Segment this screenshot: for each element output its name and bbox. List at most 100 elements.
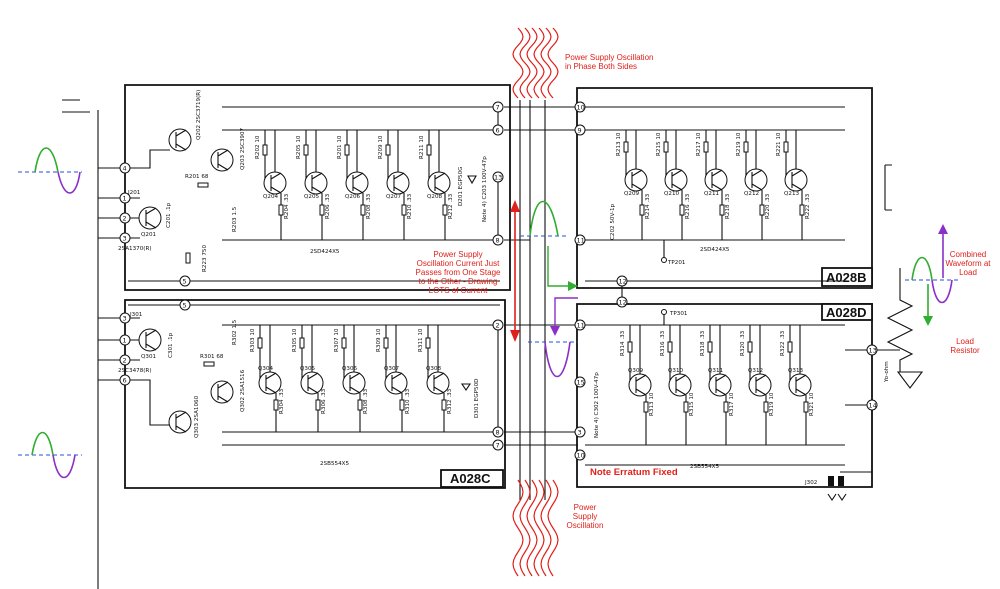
svg-text:3: 3 [123,235,127,243]
svg-text:J201: J201 [127,190,141,196]
resistor-label: R204 .33 [284,193,290,219]
resistor-label: R202 10 [255,135,261,159]
resistor-label: R215 10 [656,132,662,156]
combined-waveform-icon [905,224,958,326]
oscillation-trace [540,27,552,99]
transistor-label: Q211 [704,191,720,197]
transistor-symbol [744,168,768,192]
resistor-label: R304 .33 [279,388,285,414]
svg-text:TP201: TP201 [667,260,686,266]
svg-text:15: 15 [577,379,585,387]
transistor-label: Q213 [784,191,800,197]
resistor-label: R317 10 [729,392,735,416]
transistor-symbol [386,171,410,195]
sine-wave-input-bottom [18,431,82,479]
resistor-label: R311 10 [418,328,424,352]
svg-text:R201 68: R201 68 [185,174,209,180]
svg-text:Yo-ohm: Yo-ohm [884,361,890,383]
transistor-label: Q204 [263,194,279,200]
oscillation-trace [547,479,559,577]
resistor-label: R309 10 [376,328,382,352]
transistor-array-lower-left: 2SB554X5 [320,461,349,467]
transistor-label: Q306 [342,366,358,372]
resistor-label: R306 .33 [321,388,327,414]
svg-text:11: 11 [577,237,585,245]
oscillation-waveform-bottom [512,479,559,577]
svg-text:14: 14 [869,402,877,410]
resistor-label: R216 .33 [685,193,691,219]
svg-text:R301 68: R301 68 [200,354,224,360]
svg-text:C301 .1p: C301 .1p [168,332,174,358]
transistor-symbol [784,168,808,192]
transistor-label: Q311 [708,368,724,374]
transistor-symbol [788,373,812,397]
svg-text:10: 10 [577,104,585,112]
output-stage: Q204 R202 10 R204 .33 [255,130,290,240]
svg-text:J301: J301 [129,312,143,318]
transistor-symbol [748,373,772,397]
board-label-a028c: A028C [450,471,491,486]
right-board-labels: C202 50V-1p 2SD424X5 TP201 TP301 Note 4)… [594,203,890,501]
svg-text:10: 10 [577,452,585,460]
diode-d301: D301 EGP50D [460,379,480,418]
load-resistor [884,164,924,389]
transistor-label: Q305 [300,366,316,372]
svg-text:Note 4) C203 100V-47p: Note 4) C203 100V-47p [482,156,488,222]
resistor-label: R315 10 [689,392,695,416]
svg-text:2SB554X5: 2SB554X5 [690,464,719,470]
resistor-label: R308 .33 [363,388,369,414]
svg-text:J302: J302 [804,480,817,486]
svg-text:2SA1370(R): 2SA1370(R) [118,246,152,252]
resistor-label: R217 10 [696,132,702,156]
transistor-label: Q312 [748,368,763,374]
output-stage: Q208 R211 10 R212 .33 [419,130,454,240]
transistor-label: Q308 [426,366,442,372]
transistor-label: Q207 [386,194,402,200]
svg-text:C202 50V-1p: C202 50V-1p [610,203,616,240]
driver-transistor-q301: Q301 2SC3478(R) J301 C301 .1p [118,312,174,374]
oscillation-trace [533,27,545,99]
transistor-symbol [668,373,692,397]
resistor-label: R218 .33 [725,193,731,219]
resistor-label: R319 10 [769,392,775,416]
sine-wave-green-center [520,200,578,291]
transistor-label: Q212 [744,191,759,197]
resistor-label: R320 .33 [740,330,746,356]
resistor-label: R213 10 [616,132,622,156]
center-connectors: 7 6 13 8 2 8 7 10 9 11 12 12 11 15 3 10 … [492,101,878,461]
svg-text:12: 12 [619,278,627,286]
svg-text:2: 2 [496,322,500,330]
svg-text:Q202 2SC3719(R): Q202 2SC3719(R) [196,90,202,140]
resistor-label: R212 .33 [448,193,454,219]
svg-text:TP301: TP301 [669,311,688,317]
svg-text:6: 6 [123,377,127,385]
transistor-label: Q209 [624,191,640,197]
transistor-label: Q206 [345,194,361,200]
oscillation-trace [526,27,538,99]
transistor-label: Q208 [427,194,443,200]
resistor-label: R318 .33 [700,330,706,356]
resistor-label: R316 .33 [660,330,666,356]
transistor-label: Q309 [628,368,644,374]
resistor-label: R220 .33 [765,193,771,219]
svg-text:11: 11 [577,322,585,330]
svg-text:Q301: Q301 [141,354,157,360]
resistor-label: R211 10 [419,135,425,159]
oscillation-trace [512,27,524,99]
svg-text:D201 EGP50G: D201 EGP50G [458,167,464,206]
svg-text:8: 8 [496,237,500,245]
sine-wave-purple-center [528,297,578,378]
svg-text:Note 4) C302 100V-47p: Note 4) C302 100V-47p [594,372,600,438]
resistor-label: R307 10 [334,328,340,352]
resistor-label: R201 10 [337,135,343,159]
left-input-section: 4 1 2 3 3 1 2 6 5 5 Q201 2SA1370(R) J201… [98,90,488,467]
